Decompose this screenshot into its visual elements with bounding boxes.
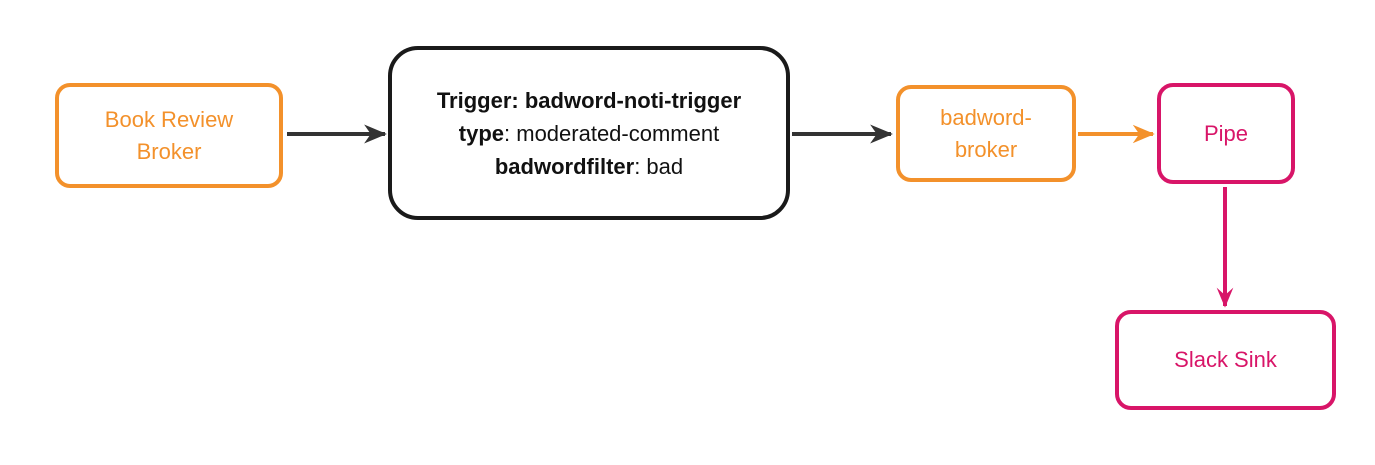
node-slack-sink: Slack Sink	[1115, 310, 1336, 410]
node-book-review-broker: Book Review Broker	[55, 83, 283, 188]
node-label-line: Book Review	[104, 106, 234, 132]
node-label: Slack Sink	[1174, 347, 1277, 372]
node-label-line: Broker	[136, 138, 202, 164]
trigger-type-key: type	[458, 120, 505, 146]
trigger-name-line: Trigger: badword-noti-trigger	[437, 84, 741, 117]
trigger-filter-line: badwordfilter: bad	[495, 150, 683, 183]
trigger-type-line: type: moderated-comment	[459, 117, 719, 150]
node-label-line: badword-	[940, 104, 1032, 130]
node-label-line: broker	[954, 136, 1018, 162]
trigger-type-value: : moderated-comment	[504, 120, 720, 146]
trigger-filter-value: : bad	[634, 153, 684, 179]
node-pipe: Pipe	[1157, 83, 1295, 184]
trigger-filter-key: badwordfilter	[494, 153, 635, 179]
node-trigger: Trigger: badword-noti-trigger type: mode…	[388, 46, 790, 220]
trigger-name-bold: Trigger: badword-noti-trigger	[436, 87, 742, 113]
node-label: Pipe	[1203, 120, 1249, 146]
node-badword-broker: badword- broker	[896, 85, 1076, 182]
